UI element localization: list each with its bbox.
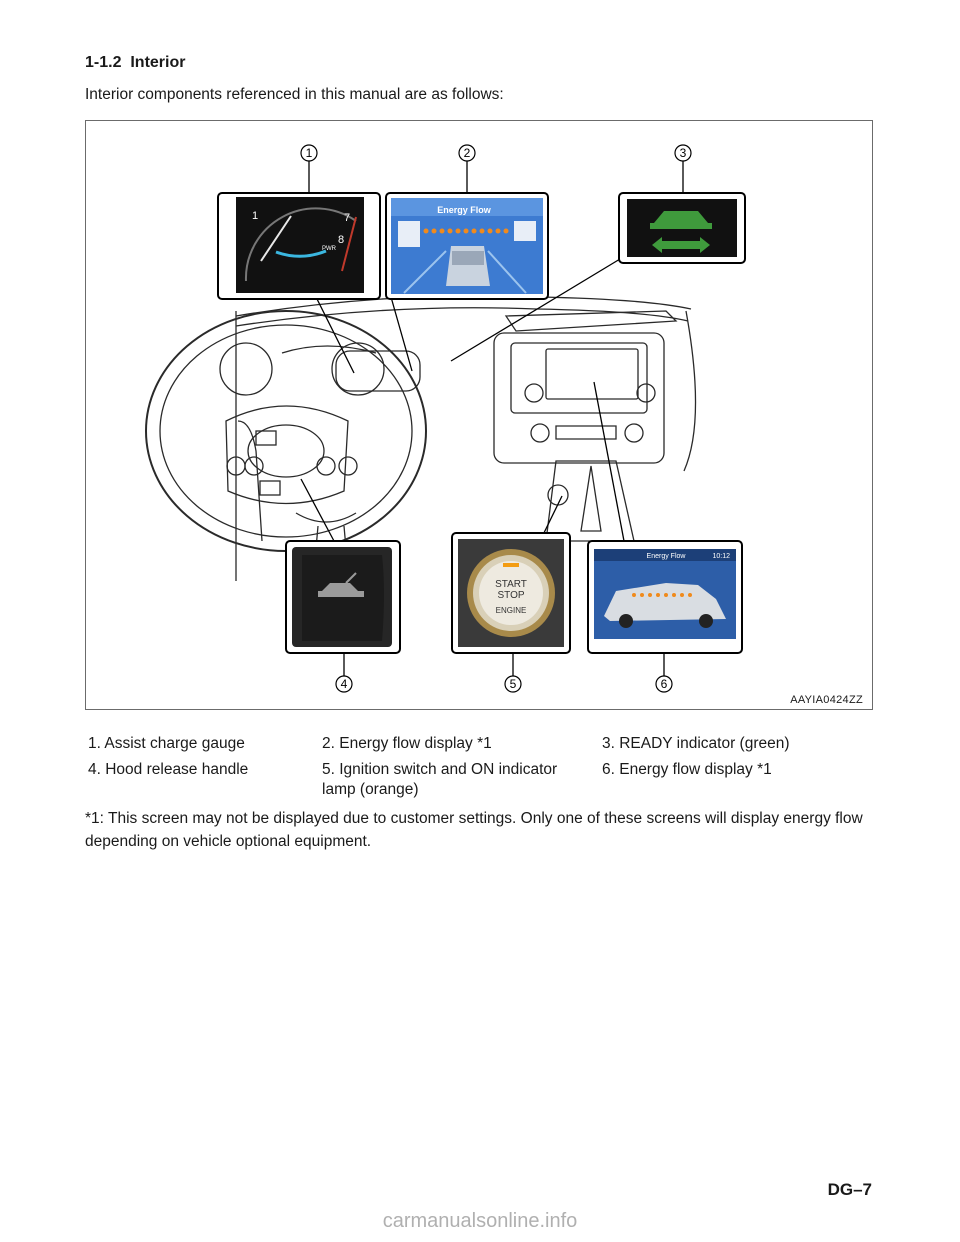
start-label: START <box>495 579 527 590</box>
dashboard-illustration: 1 2 3 4 5 6 1 7 8 PWR <box>86 121 872 709</box>
gauge-label-1: 1 <box>252 210 258 222</box>
dashboard-line-art <box>146 296 696 581</box>
energy-flow-title: Energy Flow <box>437 205 492 215</box>
inset-assist-charge-gauge: 1 7 8 PWR <box>218 193 380 299</box>
screen-title: Energy Flow <box>647 553 687 560</box>
callout-3: 3 <box>680 146 687 160</box>
section-number: 1-1.2 <box>85 54 121 71</box>
callout-5: 5 <box>510 677 517 691</box>
screen-time: 10:12 <box>712 553 730 560</box>
intro-text: Interior components referenced in this m… <box>85 86 504 104</box>
legend-item-2: 2. Energy flow display *1 <box>322 734 584 754</box>
footnote: *1: This screen may not be displayed due… <box>85 807 865 853</box>
legend-row: 4. Hood release handle 5. Ignition switc… <box>88 760 848 808</box>
section-heading: 1-1.2 Interior <box>85 54 185 72</box>
callout-4: 4 <box>341 677 348 691</box>
inset-energy-flow-display: Energy Flow <box>386 193 548 299</box>
inset-hood-release-handle <box>286 541 400 653</box>
page-number: DG–7 <box>828 1180 872 1200</box>
engine-label: ENGINE <box>496 606 527 615</box>
callout-6: 6 <box>661 677 668 691</box>
interior-figure: 1 2 3 4 5 6 1 7 8 PWR <box>85 120 873 710</box>
gauge-label-8: 8 <box>338 234 344 246</box>
legend-item-1: 1. Assist charge gauge <box>88 734 308 754</box>
watermark: carmanualsonline.info <box>0 1210 960 1233</box>
gauge-label-pwr: PWR <box>322 246 337 252</box>
stop-label: STOP <box>497 590 524 601</box>
legend-item-5: 5. Ignition switch and ON indicator lamp… <box>322 760 584 800</box>
inset-ignition-switch: START STOP ENGINE <box>452 533 570 653</box>
inset-energy-flow-screen: Energy Flow 10:12 <box>588 541 742 653</box>
legend-item-3: 3. READY indicator (green) <box>602 734 842 754</box>
figure-legend: 1. Assist charge gauge 2. Energy flow di… <box>88 734 848 808</box>
figure-code: AAYIA0424ZZ <box>790 694 863 706</box>
inset-ready-indicator <box>619 193 745 263</box>
callout-2: 2 <box>464 146 471 160</box>
legend-item-4: 4. Hood release handle <box>88 760 308 780</box>
section-title: Interior <box>130 54 185 71</box>
gauge-label-7: 7 <box>344 212 350 224</box>
legend-row: 1. Assist charge gauge 2. Energy flow di… <box>88 734 848 760</box>
legend-item-6: 6. Energy flow display *1 <box>602 760 842 780</box>
callout-1: 1 <box>306 146 313 160</box>
